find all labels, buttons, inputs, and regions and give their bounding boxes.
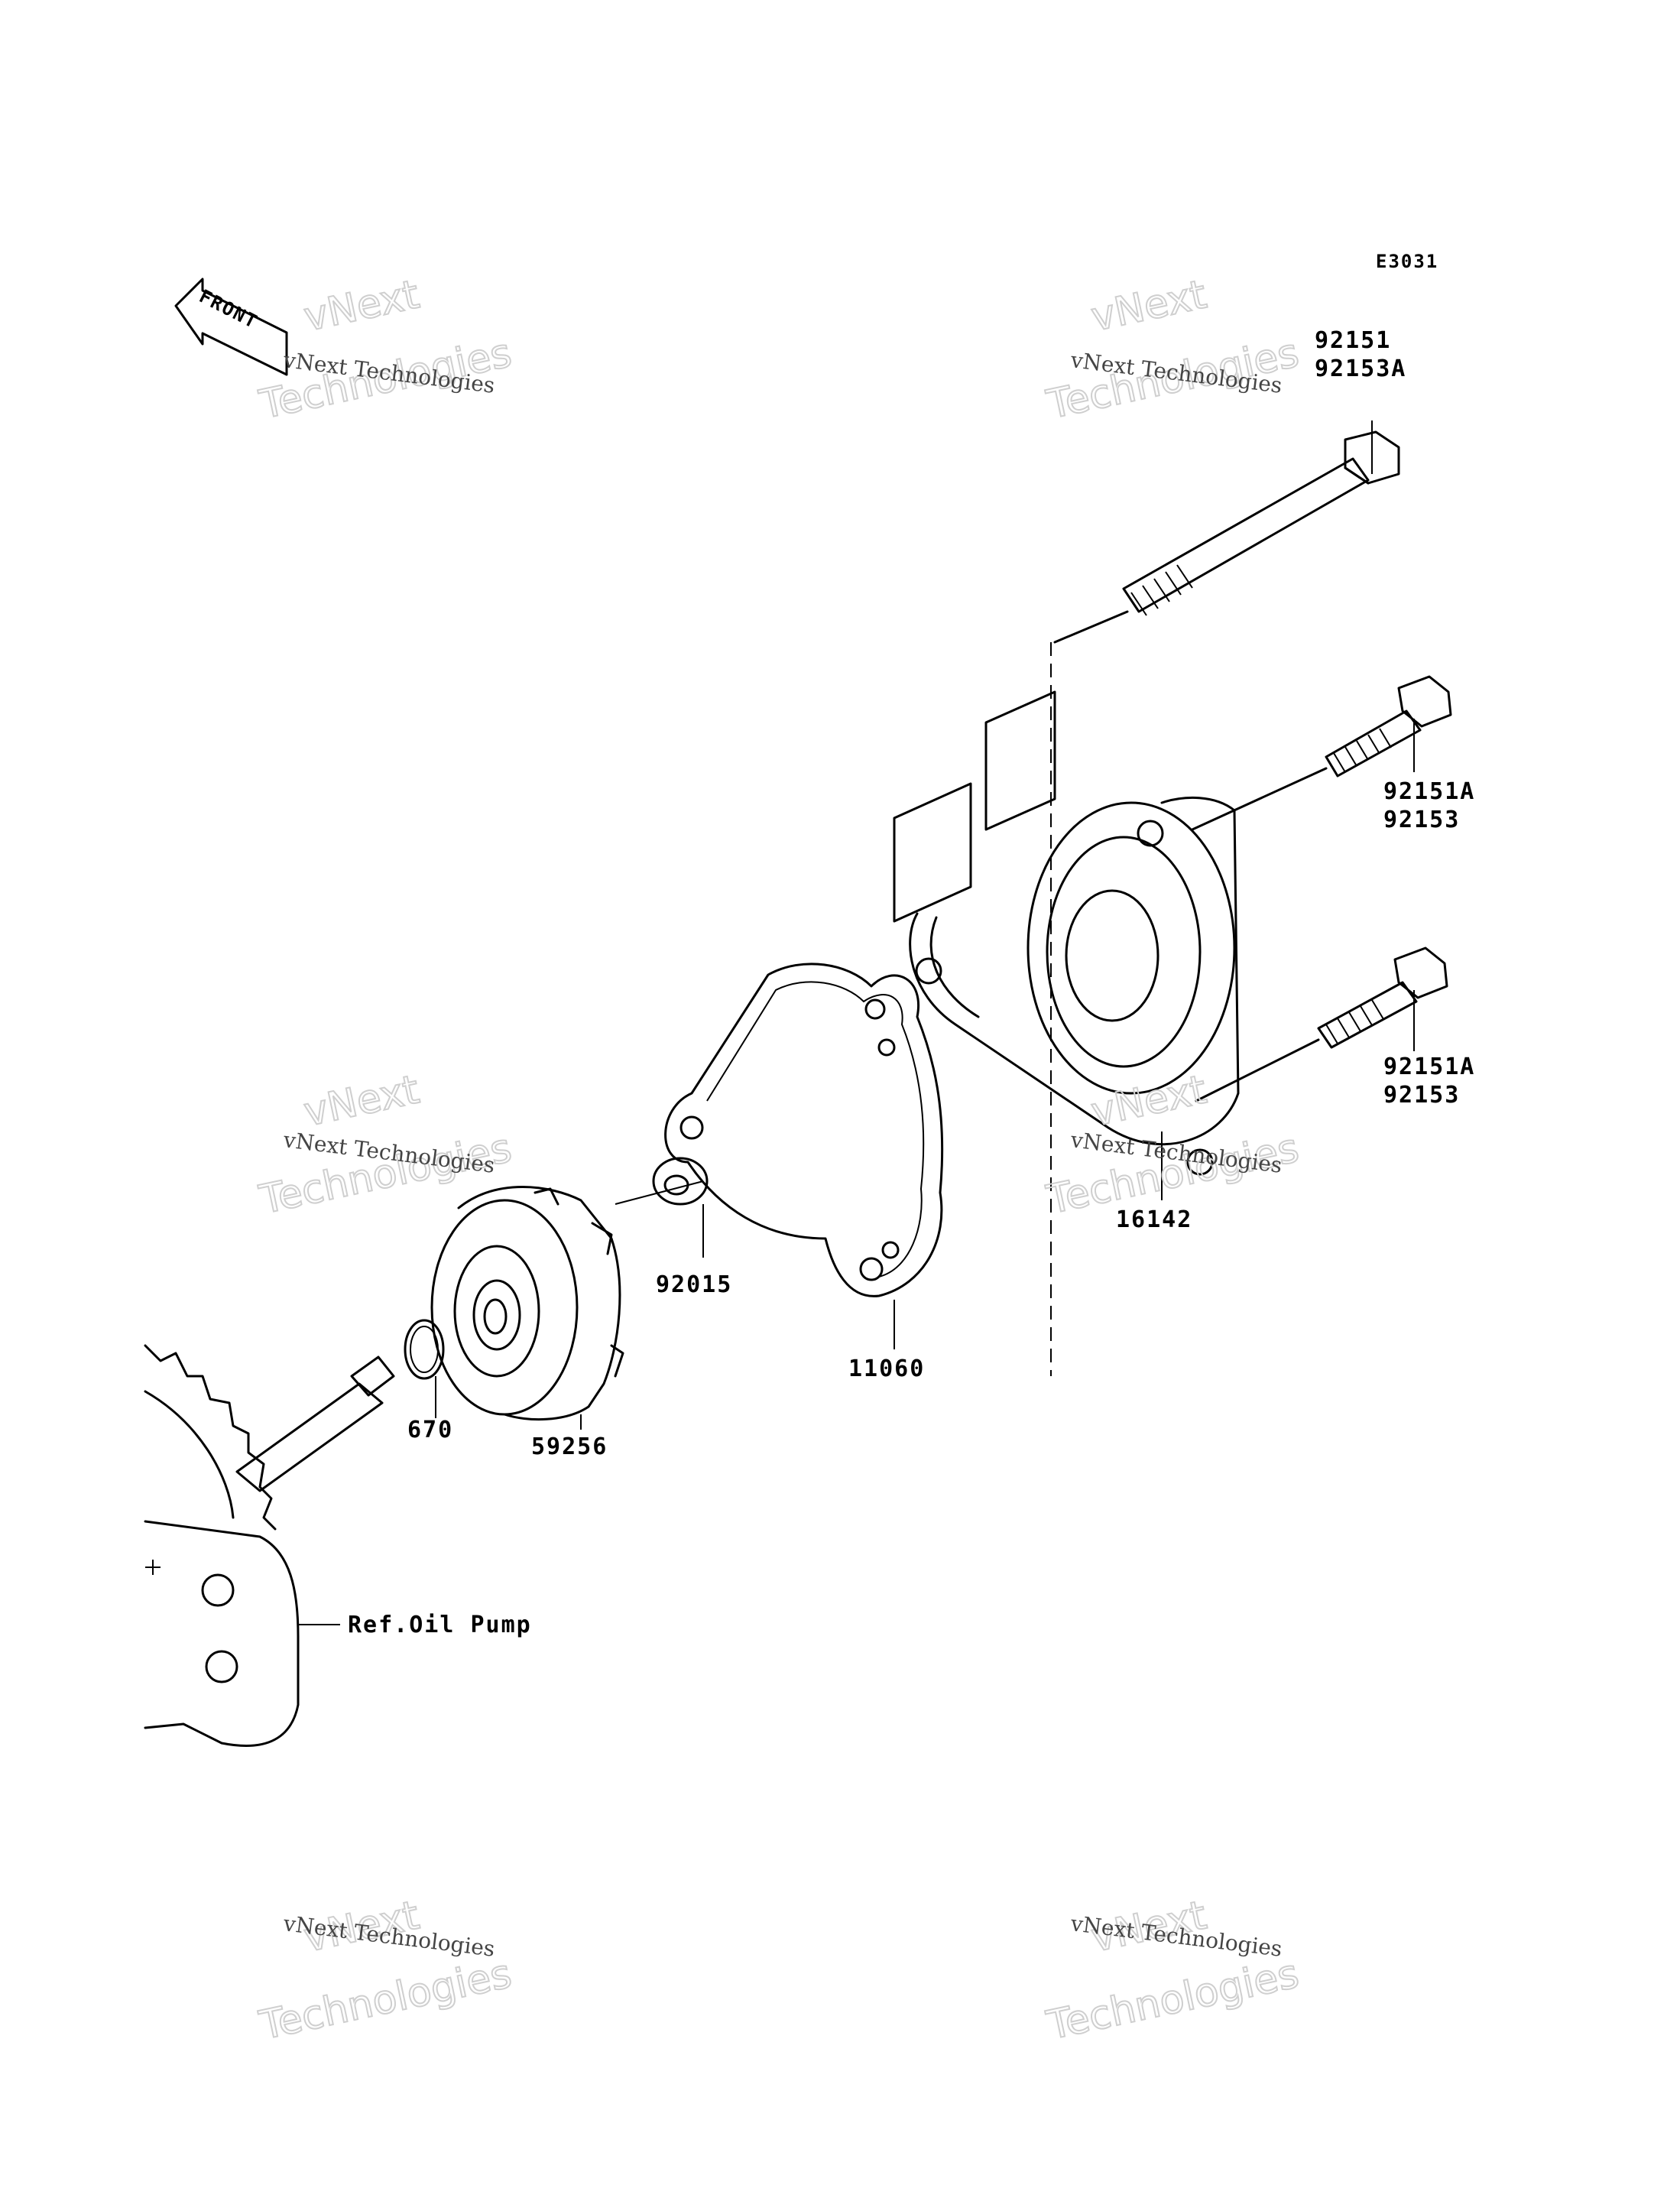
pump-shaft (144, 1344, 395, 1531)
oil-pump-body (144, 1520, 300, 1747)
lower-bolt (1195, 946, 1448, 1102)
svg-text:vNext: vNext (1088, 1067, 1211, 1135)
svg-text:vNext: vNext (300, 1067, 423, 1135)
leader-lines (298, 420, 1415, 1625)
front-arrow-icon: FRONT (174, 278, 288, 376)
label-impeller: 59256 (531, 1433, 608, 1460)
label-cover: 16142 (1116, 1206, 1192, 1233)
long-bolt (1050, 430, 1400, 1376)
watermark-bottom-right: vNext Technologies (1042, 1891, 1303, 2050)
gasket (664, 963, 944, 1297)
label-lower-bolt-1: 92151A (1383, 1054, 1475, 1080)
watermark-mid-right: vNext Technologies (1042, 1066, 1303, 1224)
label-oil-pump-ref: Ref.Oil Pump (348, 1612, 532, 1638)
o-ring (404, 1319, 445, 1380)
lower-bolt-thread (1325, 999, 1384, 1044)
watermark-top-right: vNext Technologies (1042, 271, 1303, 429)
impeller (430, 1186, 624, 1420)
pump-cover (893, 690, 1240, 1176)
label-lower-bolt-2: 92153 (1383, 1082, 1460, 1109)
upper-bolt-thread (1333, 728, 1392, 773)
upper-bolt (1191, 675, 1452, 831)
label-upper-bolt-2: 92153 (1383, 807, 1460, 833)
svg-text:Technologies: Technologies (1043, 1951, 1302, 2049)
front-label: FRONT (196, 285, 261, 333)
svg-text:vNext: vNext (300, 271, 423, 340)
long-bolt-thread (1130, 564, 1193, 616)
label-washer: 92015 (656, 1271, 732, 1298)
watermark-top-left: vNext Technologies (255, 271, 516, 429)
label-long-bolt-1: 92151 (1315, 327, 1391, 354)
washer (652, 1157, 709, 1206)
label-upper-bolt-1: 92151A (1383, 778, 1475, 805)
label-long-bolt-2: 92153A (1315, 356, 1406, 382)
svg-text:Technologies: Technologies (255, 1951, 515, 2049)
diagram-code: E3031 (1376, 251, 1438, 272)
label-gasket: 11060 (848, 1355, 925, 1382)
watermark-bottom-left: vNext Technologies (255, 1891, 516, 2050)
label-o-ring: 670 (407, 1417, 453, 1443)
svg-text:vNext: vNext (1088, 271, 1211, 340)
